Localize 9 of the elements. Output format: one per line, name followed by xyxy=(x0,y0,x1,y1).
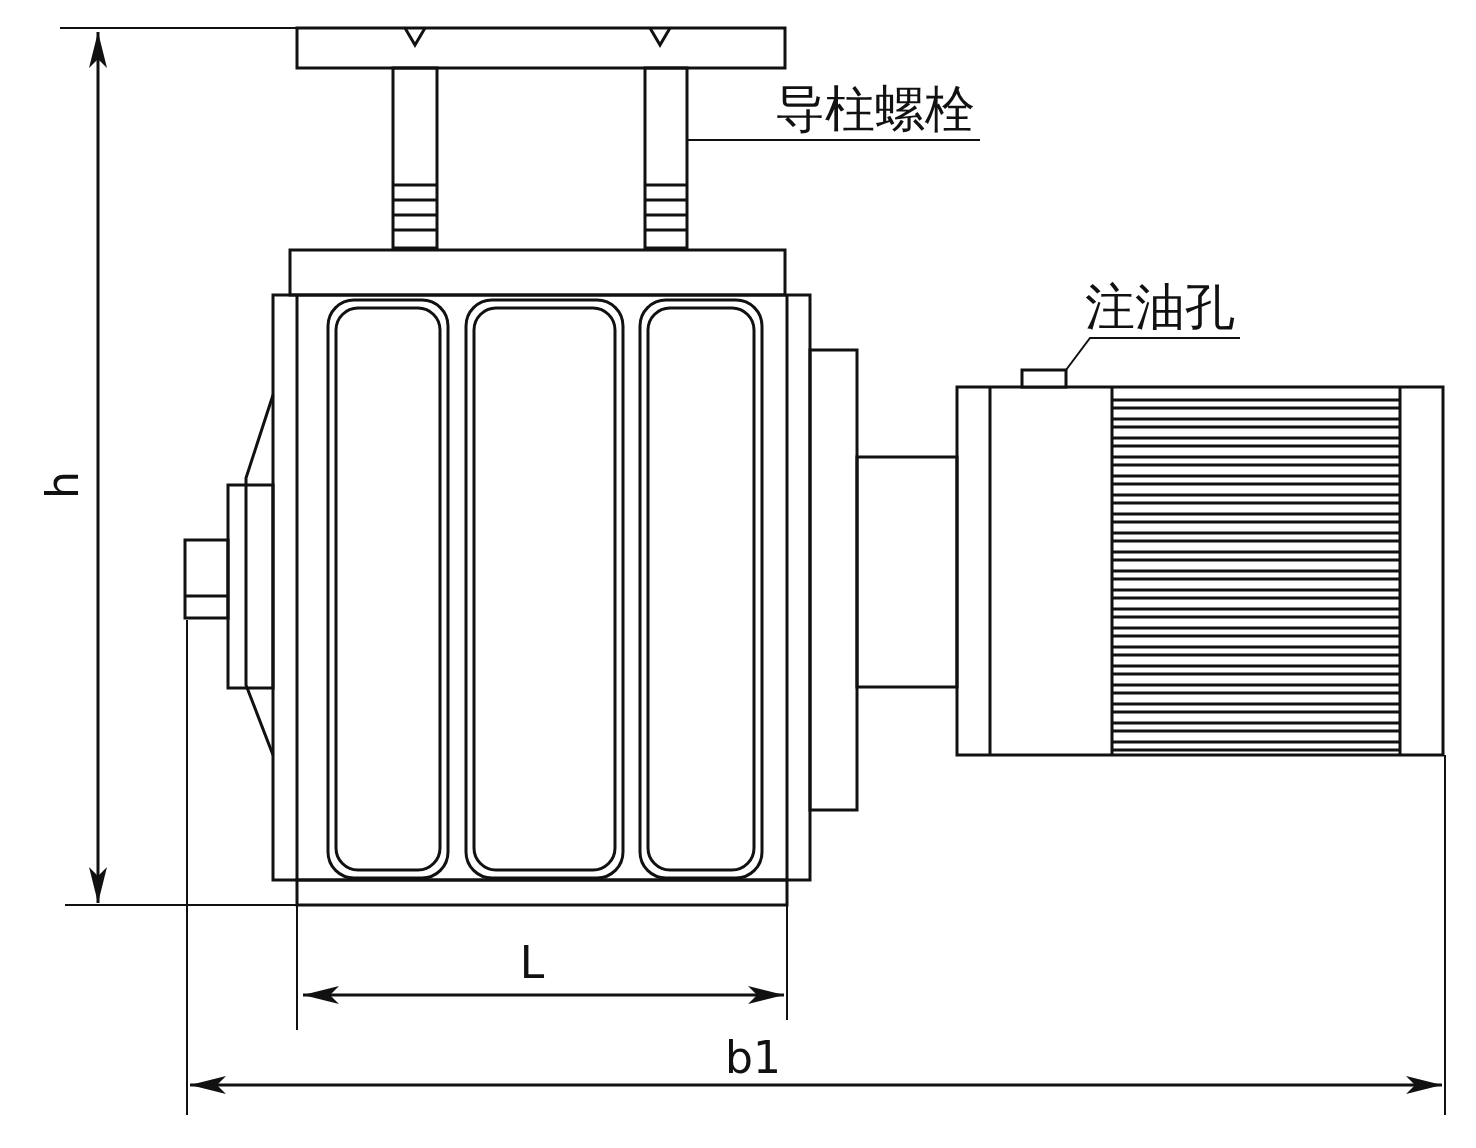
dimension-label: L xyxy=(518,936,546,990)
guide-post xyxy=(643,66,689,250)
part-label: 导柱螺栓 xyxy=(775,84,975,140)
leader-line xyxy=(686,139,981,141)
dimension-label: h xyxy=(40,470,86,501)
oil-filler-cap xyxy=(1020,368,1068,389)
dimension-label: b1 xyxy=(724,1031,782,1085)
part-label: 注油孔 xyxy=(1085,282,1235,338)
leader-line xyxy=(1065,337,1241,371)
